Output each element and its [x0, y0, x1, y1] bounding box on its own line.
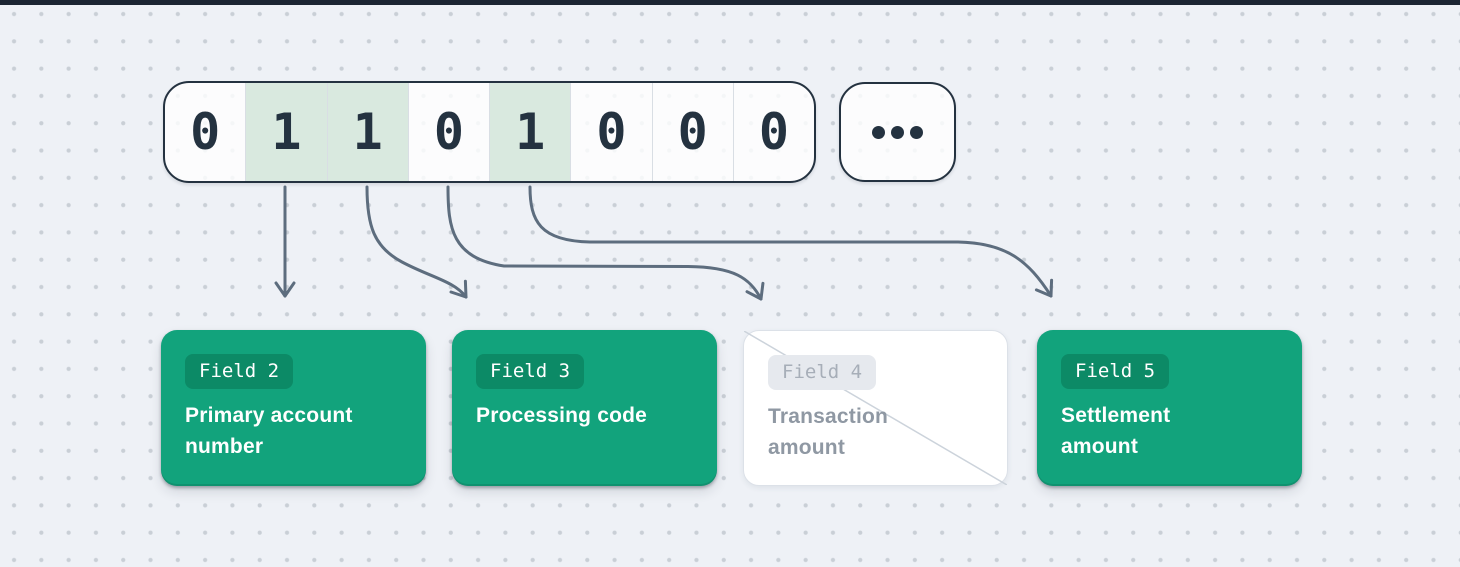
ellipsis-icon: [891, 125, 904, 139]
field-title: Processing code: [476, 404, 648, 427]
bitmap-row: 0 1 1 0 1 0 0 0: [163, 81, 816, 183]
ellipsis-icon: [872, 125, 885, 139]
field-title: Transaction amount: [768, 405, 889, 459]
bitmap-bit-4: 0: [407, 83, 489, 181]
bitmap-bit-6: 0: [570, 83, 651, 181]
field-title: Settlement amount: [1061, 404, 1171, 458]
field-badge: Field 3: [476, 354, 585, 389]
arrow-bit5-to-field5: [528, 185, 1054, 298]
field-card-2: Field 2 Primary account number: [161, 330, 426, 486]
bitmap-bit-5: 1: [489, 83, 571, 181]
field-card-5: Field 5 Settlement amount: [1037, 330, 1302, 486]
bitmap-bit-2: 1: [245, 83, 327, 181]
top-border-bar: [0, 0, 1460, 5]
ellipsis-icon: [910, 125, 923, 139]
field-badge: Field 4: [768, 355, 877, 390]
bitmap-bit-3: 1: [326, 83, 408, 181]
field-card-3: Field 3 Processing code: [452, 330, 717, 486]
bitmap-ellipsis-box: [839, 82, 956, 182]
field-badge: Field 5: [1061, 354, 1170, 389]
field-title: Primary account number: [185, 404, 353, 458]
bitmap-bit-1: 0: [190, 103, 221, 161]
field-card-4: Field 4 Transaction amount: [743, 330, 1008, 486]
arrow-bit3-to-field3: [365, 185, 468, 299]
bitmap-bit-8: 0: [732, 83, 814, 181]
bitmap-bit-7: 0: [651, 83, 733, 181]
arrow-bit4-to-field4: [446, 185, 765, 301]
field-badge: Field 2: [185, 354, 294, 389]
